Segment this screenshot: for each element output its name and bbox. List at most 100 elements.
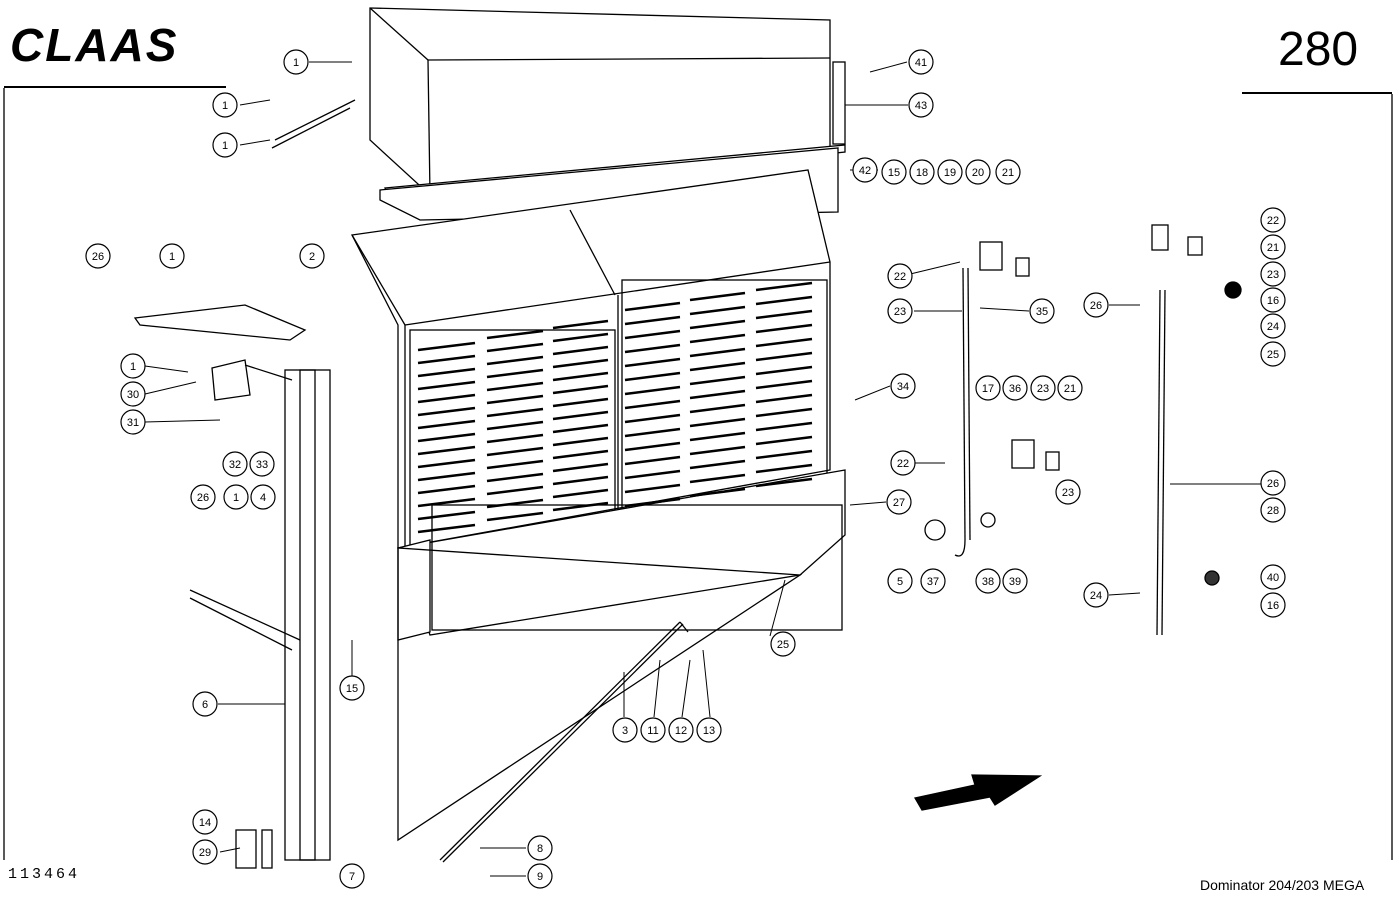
callout-circle: [1260, 470, 1286, 496]
callout-circle: [1030, 375, 1056, 401]
callout-17: 17: [975, 375, 1001, 401]
callout-22: 22: [890, 450, 916, 476]
callout-26: 26: [1260, 470, 1286, 496]
callout-number: 2: [309, 251, 315, 263]
callout-number: 38: [982, 576, 994, 588]
callout-circle: [192, 691, 218, 717]
callout-number: 23: [1062, 487, 1074, 499]
callout-number: 8: [537, 843, 543, 855]
callout-40: 40: [1260, 564, 1286, 590]
callout-circle: [1260, 313, 1286, 339]
callout-21: 21: [1260, 234, 1286, 260]
callout-1: 1: [120, 353, 146, 379]
callout-circle: [612, 717, 638, 743]
callout-number: 43: [915, 100, 927, 112]
callout-circle: [192, 809, 218, 835]
callout-circle: [920, 568, 946, 594]
callout-number: 26: [1090, 300, 1102, 312]
callout-circle: [527, 835, 553, 861]
callout-23: 23: [887, 298, 913, 324]
callout-number: 22: [894, 271, 906, 283]
callout-number: 17: [982, 383, 994, 395]
header-rule-right: [1242, 92, 1392, 94]
callout-8: 8: [527, 835, 553, 861]
callout-number: 30: [127, 389, 139, 401]
callout-number: 1: [233, 492, 239, 504]
grille-housing: [351, 169, 831, 549]
callout-number: 23: [1037, 383, 1049, 395]
callout-24: 24: [1260, 313, 1286, 339]
callout-circle: [909, 159, 935, 185]
callout-number: 1: [222, 100, 228, 112]
callout-circle: [250, 484, 276, 510]
callout-number: 20: [972, 167, 984, 179]
callout-circle: [908, 49, 934, 75]
callout-circle: [212, 92, 238, 118]
callout-number: 3: [622, 725, 628, 737]
callout-24: 24: [1083, 582, 1109, 608]
callout-circle: [1260, 592, 1286, 618]
callout-number: 26: [1267, 478, 1279, 490]
callout-number: 41: [915, 57, 927, 69]
callout-1: 1: [283, 49, 309, 75]
callout-circle: [192, 839, 218, 865]
callout-circle: [975, 375, 1001, 401]
callout-number: 35: [1036, 306, 1048, 318]
callout-number: 31: [127, 417, 139, 429]
callout-15: 15: [339, 675, 365, 701]
callout-31: 31: [120, 409, 146, 435]
callout-3: 3: [612, 717, 638, 743]
callout-number: 36: [1009, 383, 1021, 395]
callout-number: 15: [888, 167, 900, 179]
callout-9: 9: [527, 863, 553, 889]
callout-number: 5: [897, 576, 903, 588]
callout-circle: [1260, 261, 1286, 287]
callout-2: 2: [299, 243, 325, 269]
callout-circle: [908, 92, 934, 118]
louver-slats: [417, 281, 813, 534]
callout-21: 21: [995, 159, 1021, 185]
callout-circle: [339, 675, 365, 701]
callout-4: 4: [250, 484, 276, 510]
callout-6: 6: [192, 691, 218, 717]
callout-number: 27: [893, 497, 905, 509]
callout-13: 13: [696, 717, 722, 743]
callout-circle: [1260, 497, 1286, 523]
callout-circle: [886, 489, 912, 515]
callout-circle: [1029, 298, 1055, 324]
callout-39: 39: [1002, 568, 1028, 594]
callout-circle: [222, 451, 248, 477]
callout-number: 40: [1267, 572, 1279, 584]
callout-circle: [120, 353, 146, 379]
callout-42: 42: [852, 157, 878, 183]
callout-circle: [190, 484, 216, 510]
callout-number: 16: [1267, 600, 1279, 612]
callout-33: 33: [249, 451, 275, 477]
callout-circle: [120, 409, 146, 435]
callout-circle: [975, 568, 1001, 594]
callout-5: 5: [887, 568, 913, 594]
callout-number: 13: [703, 725, 715, 737]
callout-16: 16: [1260, 592, 1286, 618]
callout-circle: [696, 717, 722, 743]
callout-37: 37: [920, 568, 946, 594]
callout-circle: [1260, 287, 1286, 313]
callout-number: 26: [197, 492, 209, 504]
model-name: Dominator 204/203 MEGA: [1200, 877, 1365, 893]
callout-number: 1: [222, 140, 228, 152]
callout-circle: [1260, 341, 1286, 367]
header-rule-left: [4, 86, 226, 88]
callout-1: 1: [212, 92, 238, 118]
callout-15: 15: [881, 159, 907, 185]
callout-1: 1: [223, 484, 249, 510]
callout-16: 16: [1260, 287, 1286, 313]
callout-32: 32: [222, 451, 248, 477]
callout-number: 18: [916, 167, 928, 179]
callout-number: 9: [537, 871, 543, 883]
callout-number: 22: [1267, 215, 1279, 227]
callout-number: 22: [897, 458, 909, 470]
callout-number: 32: [229, 459, 241, 471]
callout-number: 24: [1090, 590, 1102, 602]
callout-36: 36: [1002, 375, 1028, 401]
